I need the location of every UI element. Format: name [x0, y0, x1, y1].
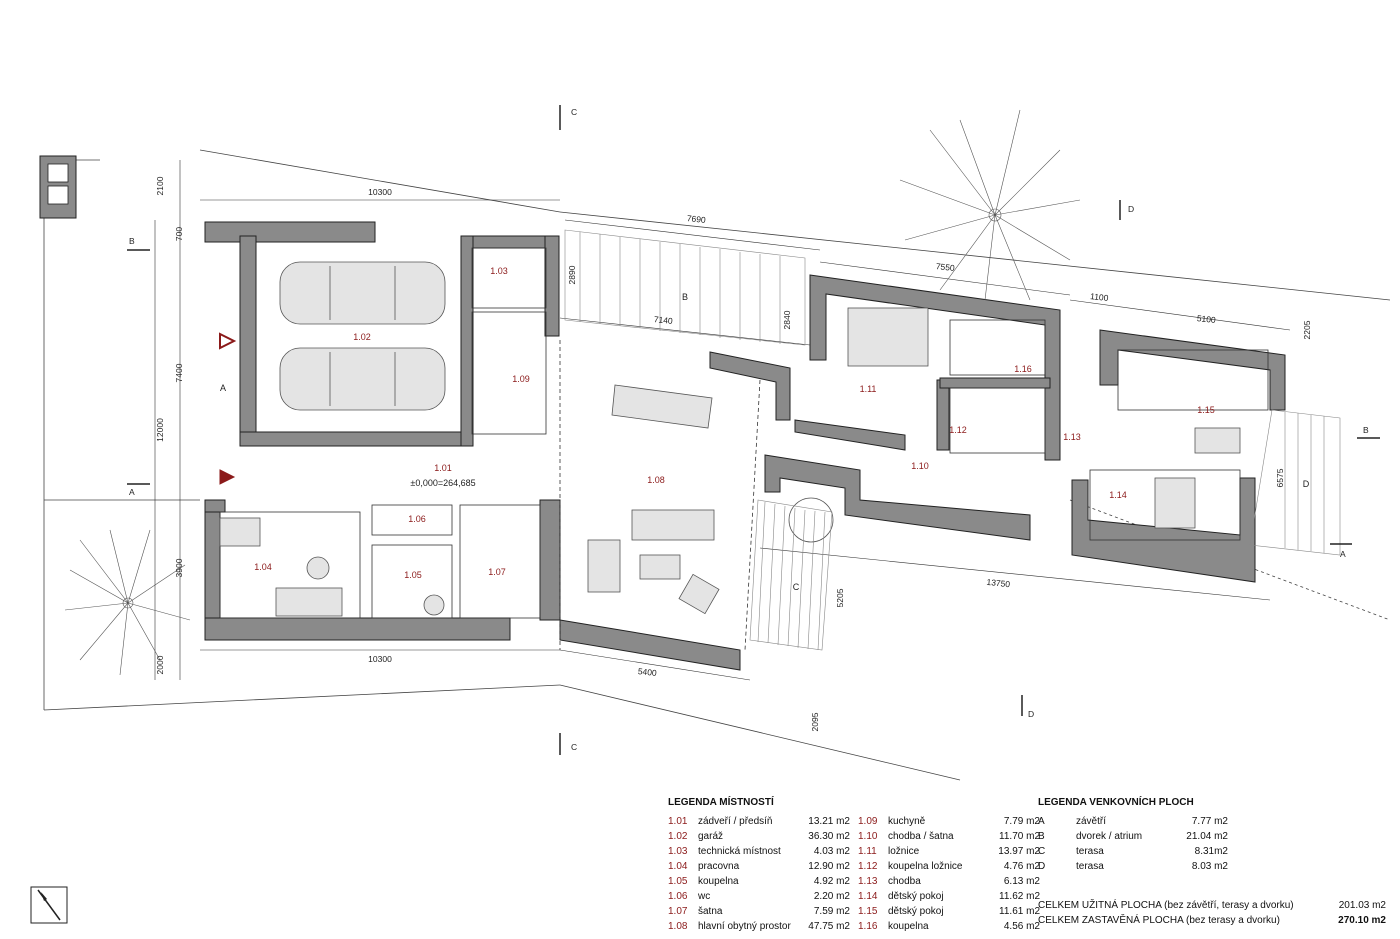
plan-labels: ±0,000=264,685 A B C D — [220, 292, 1310, 592]
outdoor-legend-title: LEGENDA VENKOVNÍCH PLOCH — [1038, 797, 1194, 808]
area-totals: CELKEM UŽITNÁ PLOCHA (bez závětří, teras… — [1038, 898, 1386, 928]
terraces — [564, 229, 1341, 651]
total-usable-row: CELKEM UŽITNÁ PLOCHA (bez závětří, teras… — [1038, 900, 1386, 911]
section-marks: C C B B A A D D — [127, 105, 1380, 755]
room-code-1-11: 1.11 — [860, 384, 877, 394]
zone-label-b: B — [682, 292, 688, 302]
svg-text:D: D — [1028, 709, 1034, 719]
svg-text:C: C — [571, 742, 577, 752]
svg-text:7550: 7550 — [935, 261, 955, 273]
floor-plan: 1.01 1.02 1.03 1.04 1.05 1.06 1.07 1.08 … — [39, 105, 1391, 781]
interior-lines — [219, 247, 1269, 651]
svg-text:D: D — [1128, 204, 1134, 214]
svg-text:2100: 2100 — [155, 176, 165, 195]
zone-label-c: C — [793, 582, 800, 592]
room-code-1-13: 1.13 — [1063, 432, 1081, 442]
zone-label-d: D — [1303, 479, 1310, 489]
svg-text:B: B — [1363, 425, 1369, 435]
room-code-1-01: 1.01 — [434, 463, 452, 473]
room-code-1-05: 1.05 — [404, 570, 422, 580]
dimension-labels: 10300 10300 7690 7550 1100 5100 7140 540… — [155, 176, 1312, 731]
room-code-1-10: 1.10 — [911, 461, 929, 471]
level-label: ±0,000=264,685 — [410, 478, 475, 488]
svg-text:12000: 12000 — [155, 418, 165, 442]
room-code-1-07: 1.07 — [488, 567, 506, 577]
room-code-1-06: 1.06 — [408, 514, 426, 524]
svg-text:2095: 2095 — [810, 712, 820, 731]
furniture — [219, 307, 1241, 617]
svg-text:6575: 6575 — [1275, 468, 1285, 487]
svg-text:10300: 10300 — [368, 187, 392, 197]
svg-text:5100: 5100 — [1196, 313, 1216, 325]
svg-text:A: A — [129, 487, 135, 497]
svg-text:7140: 7140 — [653, 314, 673, 326]
svg-text:5400: 5400 — [637, 666, 657, 678]
room-code-1-15: 1.15 — [1197, 405, 1215, 415]
svg-text:7690: 7690 — [686, 213, 706, 225]
svg-text:13750: 13750 — [986, 577, 1011, 589]
svg-text:5205: 5205 — [835, 588, 845, 607]
dimension-lines — [154, 160, 1291, 681]
room-code-1-12: 1.12 — [949, 425, 967, 435]
room-code-1-08: 1.08 — [647, 475, 665, 485]
svg-text:10300: 10300 — [368, 654, 392, 664]
svg-text:2205: 2205 — [1302, 320, 1312, 339]
room-codes: 1.01 1.02 1.03 1.04 1.05 1.06 1.07 1.08 … — [254, 266, 1215, 580]
room-code-1-04: 1.04 — [254, 562, 272, 572]
svg-text:2840: 2840 — [782, 310, 792, 329]
svg-text:B: B — [129, 236, 135, 246]
north-arrow-icon — [30, 886, 68, 924]
garage-cars — [279, 261, 446, 411]
svg-text:3900: 3900 — [174, 558, 184, 577]
svg-text:2000: 2000 — [155, 655, 165, 674]
room-code-1-03: 1.03 — [490, 266, 508, 276]
room-code-1-16: 1.16 — [1014, 364, 1032, 374]
svg-text:2890: 2890 — [567, 265, 577, 284]
room-code-1-02: 1.02 — [353, 332, 371, 342]
total-built-row: CELKEM ZASTAVĚNÁ PLOCHA (bez terasy a dv… — [1038, 915, 1386, 926]
svg-text:7400: 7400 — [174, 363, 184, 382]
meter-box — [39, 155, 77, 219]
svg-text:1100: 1100 — [1090, 291, 1109, 303]
room-code-1-14: 1.14 — [1109, 490, 1127, 500]
zone-label-a: A — [220, 383, 226, 393]
room-code-1-09: 1.09 — [512, 374, 530, 384]
svg-text:A: A — [1340, 549, 1346, 559]
svg-text:C: C — [571, 107, 577, 117]
trees — [64, 109, 1081, 676]
room-legend-title: LEGENDA MÍSTNOSTÍ — [668, 797, 774, 808]
svg-text:700: 700 — [174, 227, 184, 241]
entry-markers — [219, 332, 237, 485]
